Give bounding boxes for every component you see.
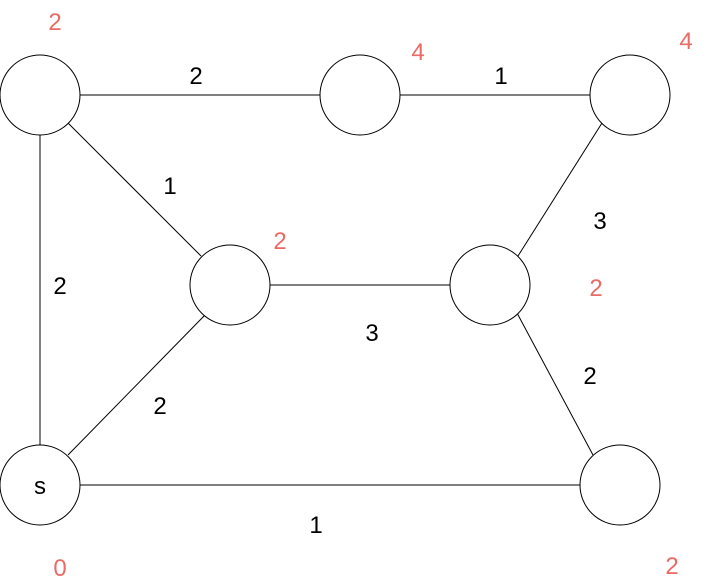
edge-d-s	[67, 314, 206, 456]
edge-weight-a-b: 2	[189, 63, 202, 90]
distance-label-s: 0	[53, 555, 66, 582]
edge-weight-b-c: 1	[494, 63, 507, 90]
edge-weight-s-f: 1	[309, 512, 322, 539]
edge-weight-c-e: 3	[593, 208, 606, 235]
edge-weight-d-s: 2	[153, 393, 166, 420]
edge-weight-d-e: 3	[365, 320, 378, 347]
distance-label-c: 4	[679, 28, 692, 55]
node-c	[589, 54, 671, 136]
node-label-s: s	[34, 473, 46, 500]
node-f	[579, 444, 661, 526]
node-s	[0, 444, 81, 526]
edge-c-e	[517, 122, 603, 257]
edge-weight-a-d: 1	[163, 173, 176, 200]
edge-a-d	[67, 122, 202, 257]
edge-weight-e-f: 2	[583, 363, 596, 390]
node-b	[319, 54, 401, 136]
distance-label-e: 2	[589, 275, 602, 302]
node-a	[0, 54, 81, 136]
distance-label-a: 2	[48, 9, 61, 36]
distance-label-b: 4	[411, 39, 424, 66]
edge-weight-a-s: 2	[53, 273, 66, 300]
node-d	[189, 244, 271, 326]
distance-label-d: 2	[273, 228, 286, 255]
edge-e-f	[516, 312, 594, 456]
distance-label-f: 2	[665, 553, 678, 580]
node-e	[449, 244, 531, 326]
